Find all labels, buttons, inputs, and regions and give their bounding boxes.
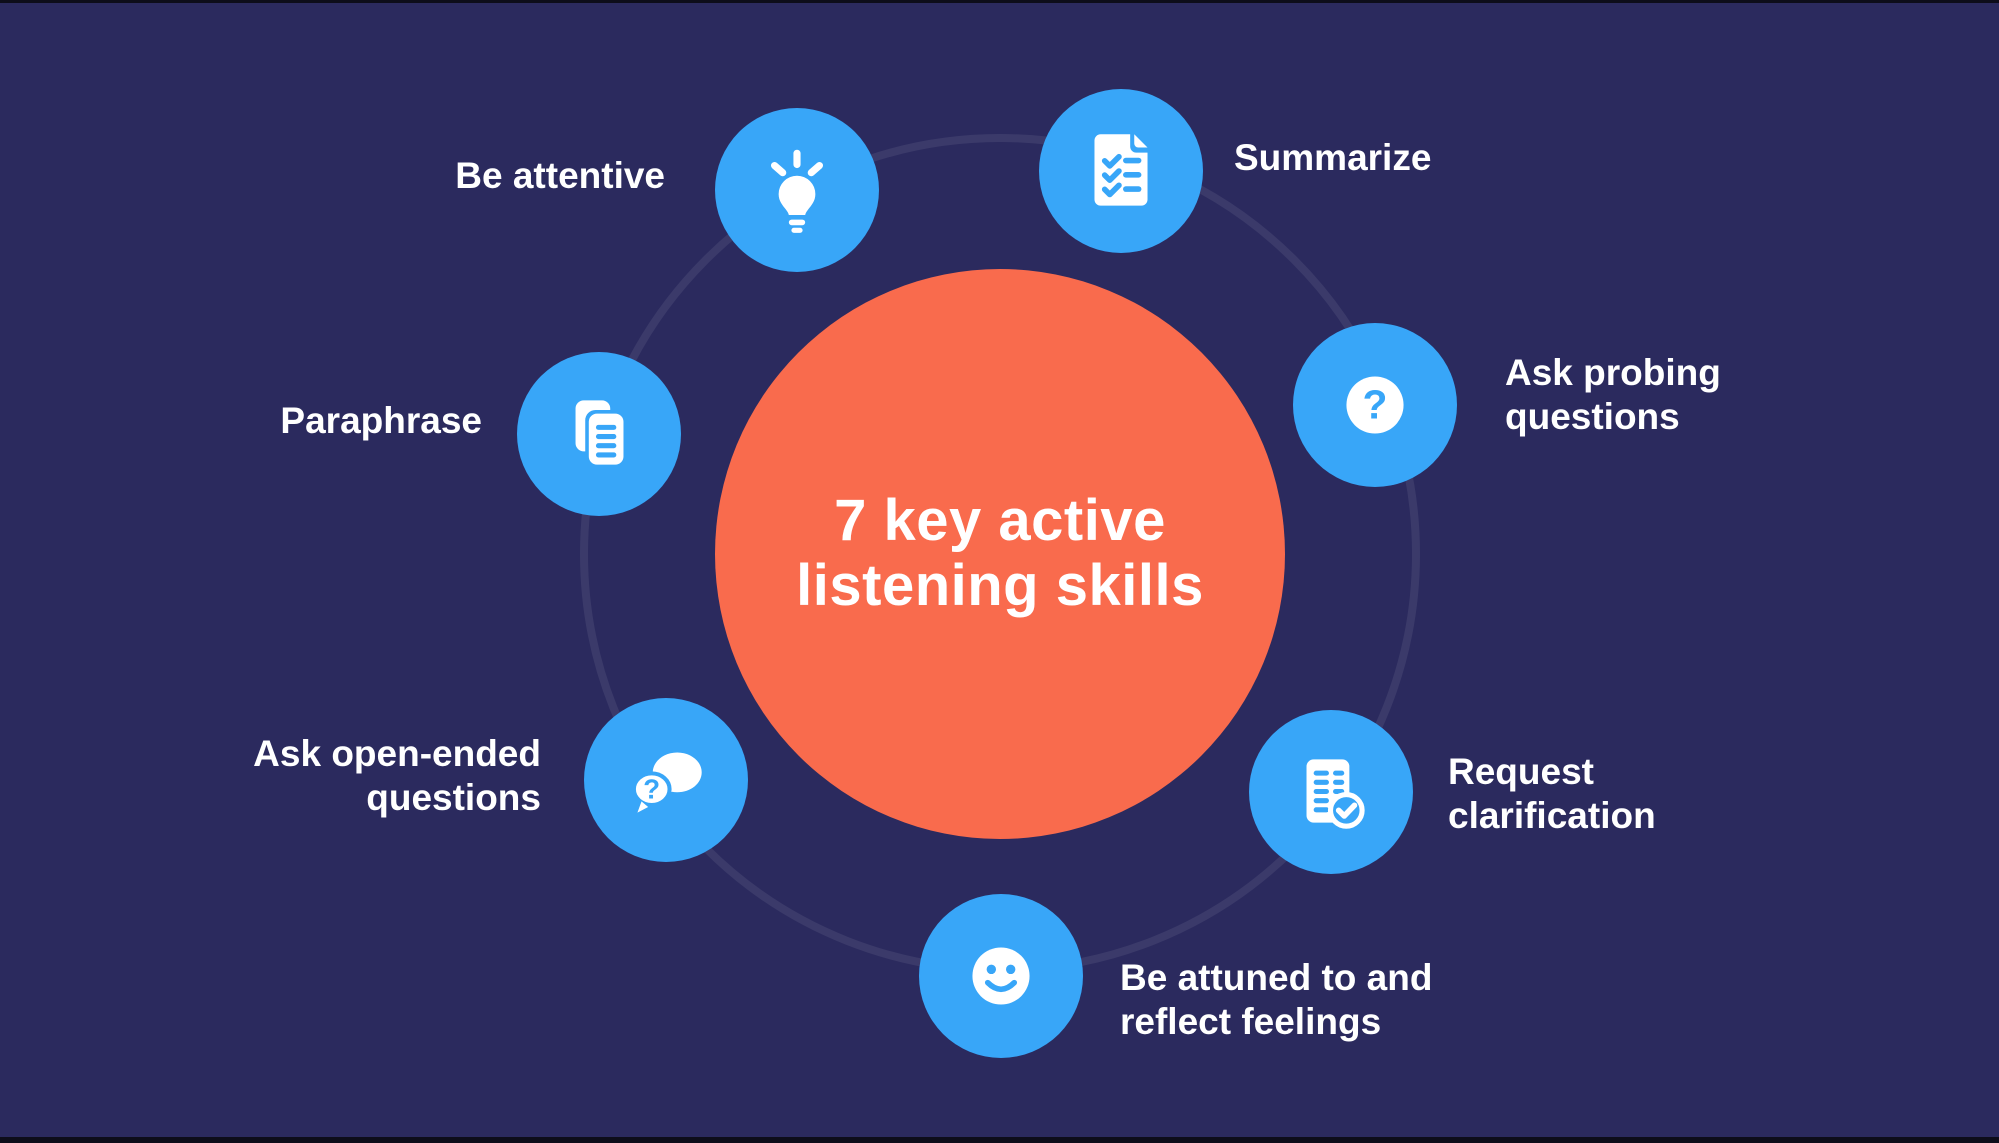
ask-open-ended-questions-label-line-1: Ask open-ended [253, 733, 541, 774]
document-check-icon [1306, 759, 1365, 829]
copy-documents-icon [575, 400, 628, 469]
question-mark-icon: ? [1346, 376, 1404, 434]
page-title-line-2: listening skills [796, 553, 1204, 618]
paraphrase-label: Paraphrase [280, 399, 482, 443]
ask-probing-questions-label-line-2: questions [1505, 396, 1680, 437]
svg-text:?: ? [1363, 381, 1388, 427]
ask-open-ended-questions-label-line-2: questions [366, 777, 541, 818]
be-attuned-label-line-1: Be attuned to and [1120, 957, 1433, 998]
top-letterbox-bar [0, 0, 1999, 3]
chat-bubbles-question-icon: ? [631, 752, 702, 813]
svg-text:?: ? [643, 773, 660, 804]
paraphrase-icon-circle [517, 352, 681, 516]
lightbulb-icon [770, 149, 824, 233]
checklist-document-icon [1094, 134, 1148, 206]
page-title-line-1: 7 key active [834, 488, 1166, 554]
bottom-letterbox-bar [0, 1137, 1999, 1143]
be-attentive-icon-circle [715, 108, 879, 272]
summarize-icon-circle [1039, 89, 1203, 253]
ask-probing-questions-icon-circle: ? [1293, 323, 1457, 487]
ask-probing-questions-label-line-1: Ask probing [1505, 352, 1721, 393]
request-clarification-label-line-2: clarification [1448, 795, 1656, 836]
ask-probing-questions-label: Ask probing questions [1505, 351, 1721, 439]
request-clarification-label: Request clarification [1448, 750, 1656, 838]
page-title: 7 key active listening skills [796, 488, 1204, 619]
be-attuned-label-line-2: reflect feelings [1120, 1001, 1382, 1042]
be-attentive-label-line-1: Be attentive [455, 155, 665, 196]
request-clarification-label-line-1: Request [1448, 751, 1594, 792]
ask-open-ended-questions-label: Ask open-ended questions [253, 732, 541, 820]
be-attuned-icon-circle [919, 894, 1083, 1058]
ask-open-ended-questions-icon-circle: ? [584, 698, 748, 862]
be-attuned-label: Be attuned to and reflect feelings [1120, 956, 1432, 1044]
summarize-label: Summarize [1234, 136, 1431, 180]
paraphrase-label-line-1: Paraphrase [280, 400, 482, 441]
center-circle: 7 key active listening skills [715, 269, 1285, 839]
summarize-label-line-1: Summarize [1234, 137, 1432, 178]
smiley-face-icon [972, 947, 1030, 1005]
request-clarification-icon-circle [1249, 710, 1413, 874]
be-attentive-label: Be attentive [455, 154, 665, 198]
